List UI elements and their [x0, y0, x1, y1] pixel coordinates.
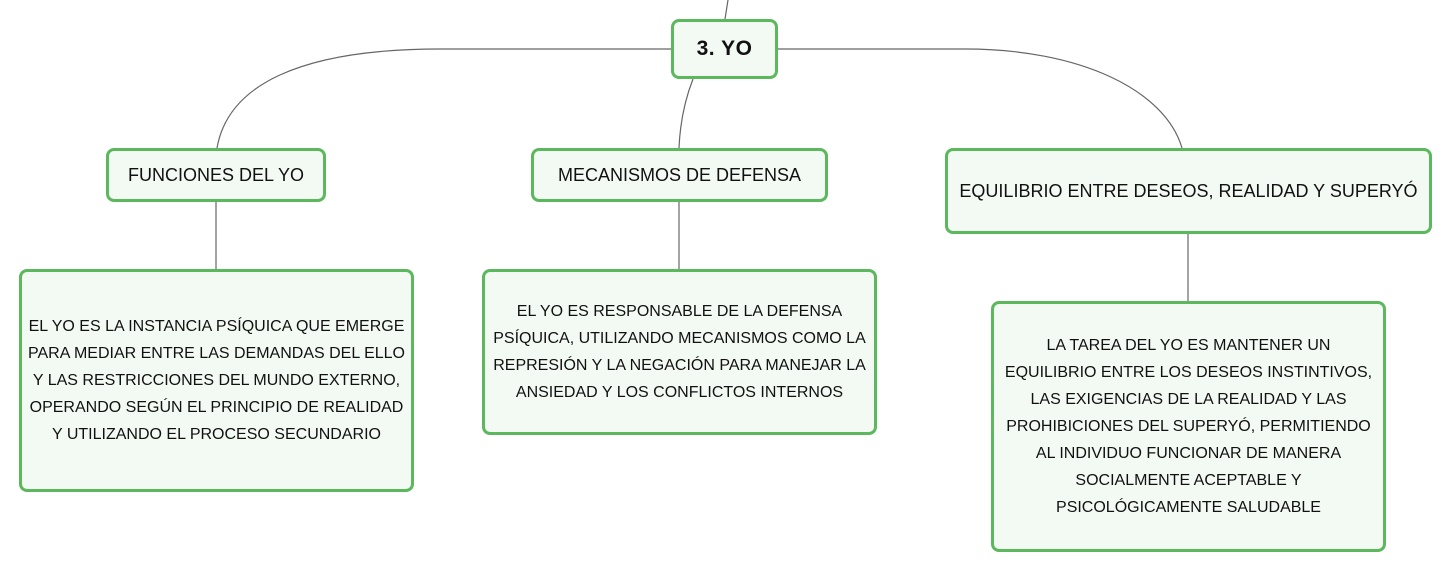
detail-node-mecanismos[interactable]: EL YO ES RESPONSABLE DE LA DEFENSA PSÍQU… — [482, 269, 877, 435]
detail-text-funciones: EL YO ES LA INSTANCIA PSÍQUICA QUE EMERG… — [28, 318, 405, 443]
branch-label-funciones: FUNCIONES DEL YO — [127, 164, 305, 185]
detail-node-funciones[interactable]: EL YO ES LA INSTANCIA PSÍQUICA QUE EMERG… — [19, 269, 414, 492]
branch-node-equilibrio[interactable]: EQUILIBRIO ENTRE DESEOS, REALIDAD Y SUPE… — [945, 148, 1432, 234]
connector-root-to-mecanismos — [678, 78, 694, 149]
root-node-yo[interactable]: 3. YO — [671, 19, 778, 79]
root-label: 3. YO — [696, 37, 753, 60]
detail-text-equilibrio: LA TAREA DEL YO ES MANTENER UN EQUILIBRI… — [1004, 337, 1373, 516]
connector-root-to-equilibrio — [778, 48, 1183, 149]
connector-root-to-funciones — [216, 48, 671, 149]
detail-node-equilibrio[interactable]: LA TAREA DEL YO ES MANTENER UN EQUILIBRI… — [991, 301, 1386, 552]
branch-label-equilibrio: EQUILIBRIO ENTRE DESEOS, REALIDAD Y SUPE… — [959, 180, 1418, 201]
branch-node-funciones-del-yo[interactable]: FUNCIONES DEL YO — [106, 148, 326, 202]
detail-text-mecanismos: EL YO ES RESPONSABLE DE LA DEFENSA PSÍQU… — [493, 303, 866, 401]
connector-from-parent — [724, 0, 729, 20]
branch-label-mecanismos: MECANISMOS DE DEFENSA — [557, 164, 802, 185]
branch-node-mecanismos-de-defensa[interactable]: MECANISMOS DE DEFENSA — [531, 148, 828, 202]
